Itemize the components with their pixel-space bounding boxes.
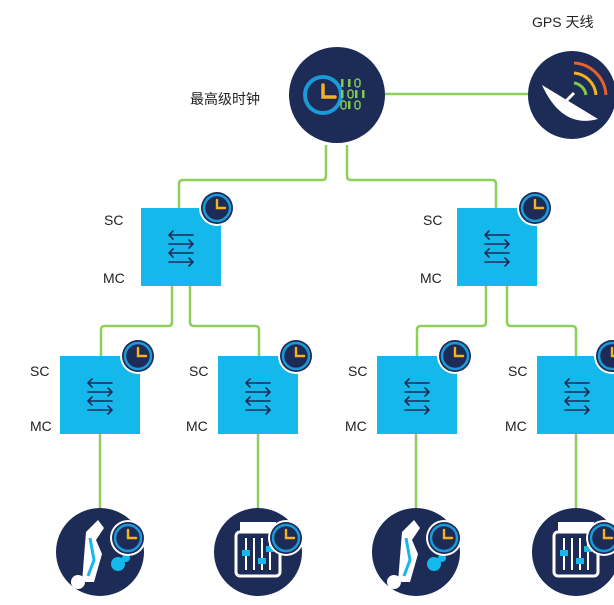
mc-label: MC — [30, 418, 52, 434]
sc-label: SC — [423, 212, 443, 228]
link-l-ll — [99, 286, 174, 356]
gps-antenna-label: GPS 天线 — [532, 14, 594, 30]
link-gm-left — [177, 145, 328, 208]
mc-label: MC — [103, 270, 125, 286]
clock-badge-icon — [437, 338, 473, 374]
link-l-lr — [188, 286, 261, 356]
clock-badge-icon — [199, 190, 235, 226]
mc-label: MC — [345, 418, 367, 434]
grandmaster-clock-icon — [289, 47, 385, 143]
mc-label: MC — [505, 418, 527, 434]
satellite-dish-icon — [528, 51, 614, 139]
clock-badge-icon — [586, 520, 614, 556]
link-r-rr — [505, 286, 578, 356]
sc-label: SC — [104, 212, 124, 228]
sc-label: SC — [508, 363, 528, 379]
link-r-rl — [415, 286, 488, 356]
grandmaster-label: 最高级时钟 — [190, 91, 260, 107]
sc-label: SC — [189, 363, 209, 379]
mc-label: MC — [420, 270, 442, 286]
clock-badge-icon — [517, 190, 553, 226]
sc-label: SC — [30, 363, 50, 379]
clock-badge-icon — [278, 338, 314, 374]
mc-label: MC — [186, 418, 208, 434]
clock-badge-icon — [426, 520, 462, 556]
clock-badge-icon — [120, 338, 156, 374]
clock-badge-icon — [594, 338, 614, 374]
clock-badge-icon — [110, 520, 146, 556]
clock-badge-icon — [268, 520, 304, 556]
sc-label: SC — [348, 363, 368, 379]
link-gm-right — [345, 145, 498, 208]
